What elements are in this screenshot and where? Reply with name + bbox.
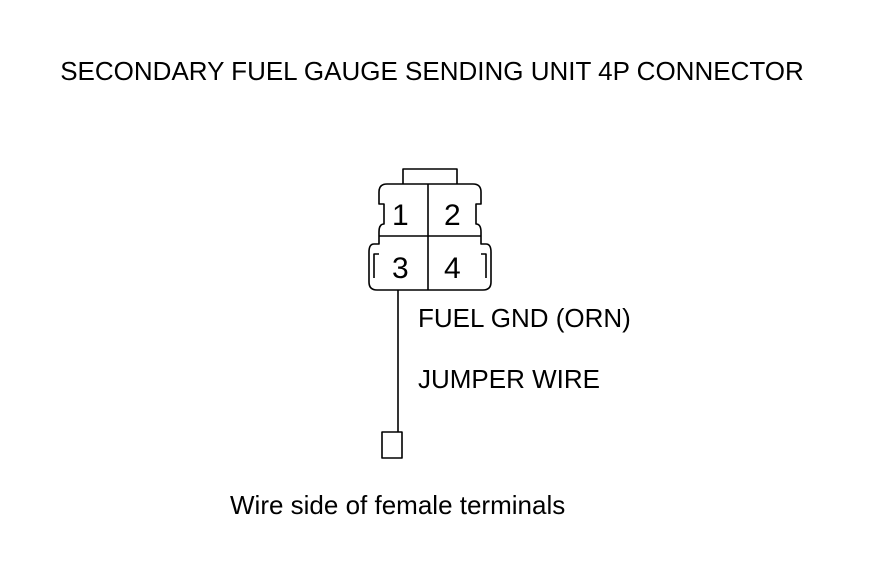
connector-notch-right	[481, 253, 487, 278]
pin-1-label: 1	[392, 199, 409, 232]
diagram-title: SECONDARY FUEL GAUGE SENDING UNIT 4P CON…	[60, 56, 804, 86]
connector-housing	[368, 183, 492, 291]
pin-3-label: 3	[392, 252, 409, 285]
connector-lock-tab	[402, 168, 458, 184]
wire-side-caption: Wire side of female terminals	[230, 490, 566, 520]
pin-4-label: 4	[444, 252, 461, 285]
fuel-gnd-label: FUEL GND (ORN)	[418, 303, 631, 333]
jumper-wire-terminal	[381, 431, 403, 459]
jumper-wire-label: JUMPER WIRE	[418, 364, 600, 394]
connector-notch-left	[373, 253, 379, 278]
pin-2-label: 2	[444, 199, 461, 232]
